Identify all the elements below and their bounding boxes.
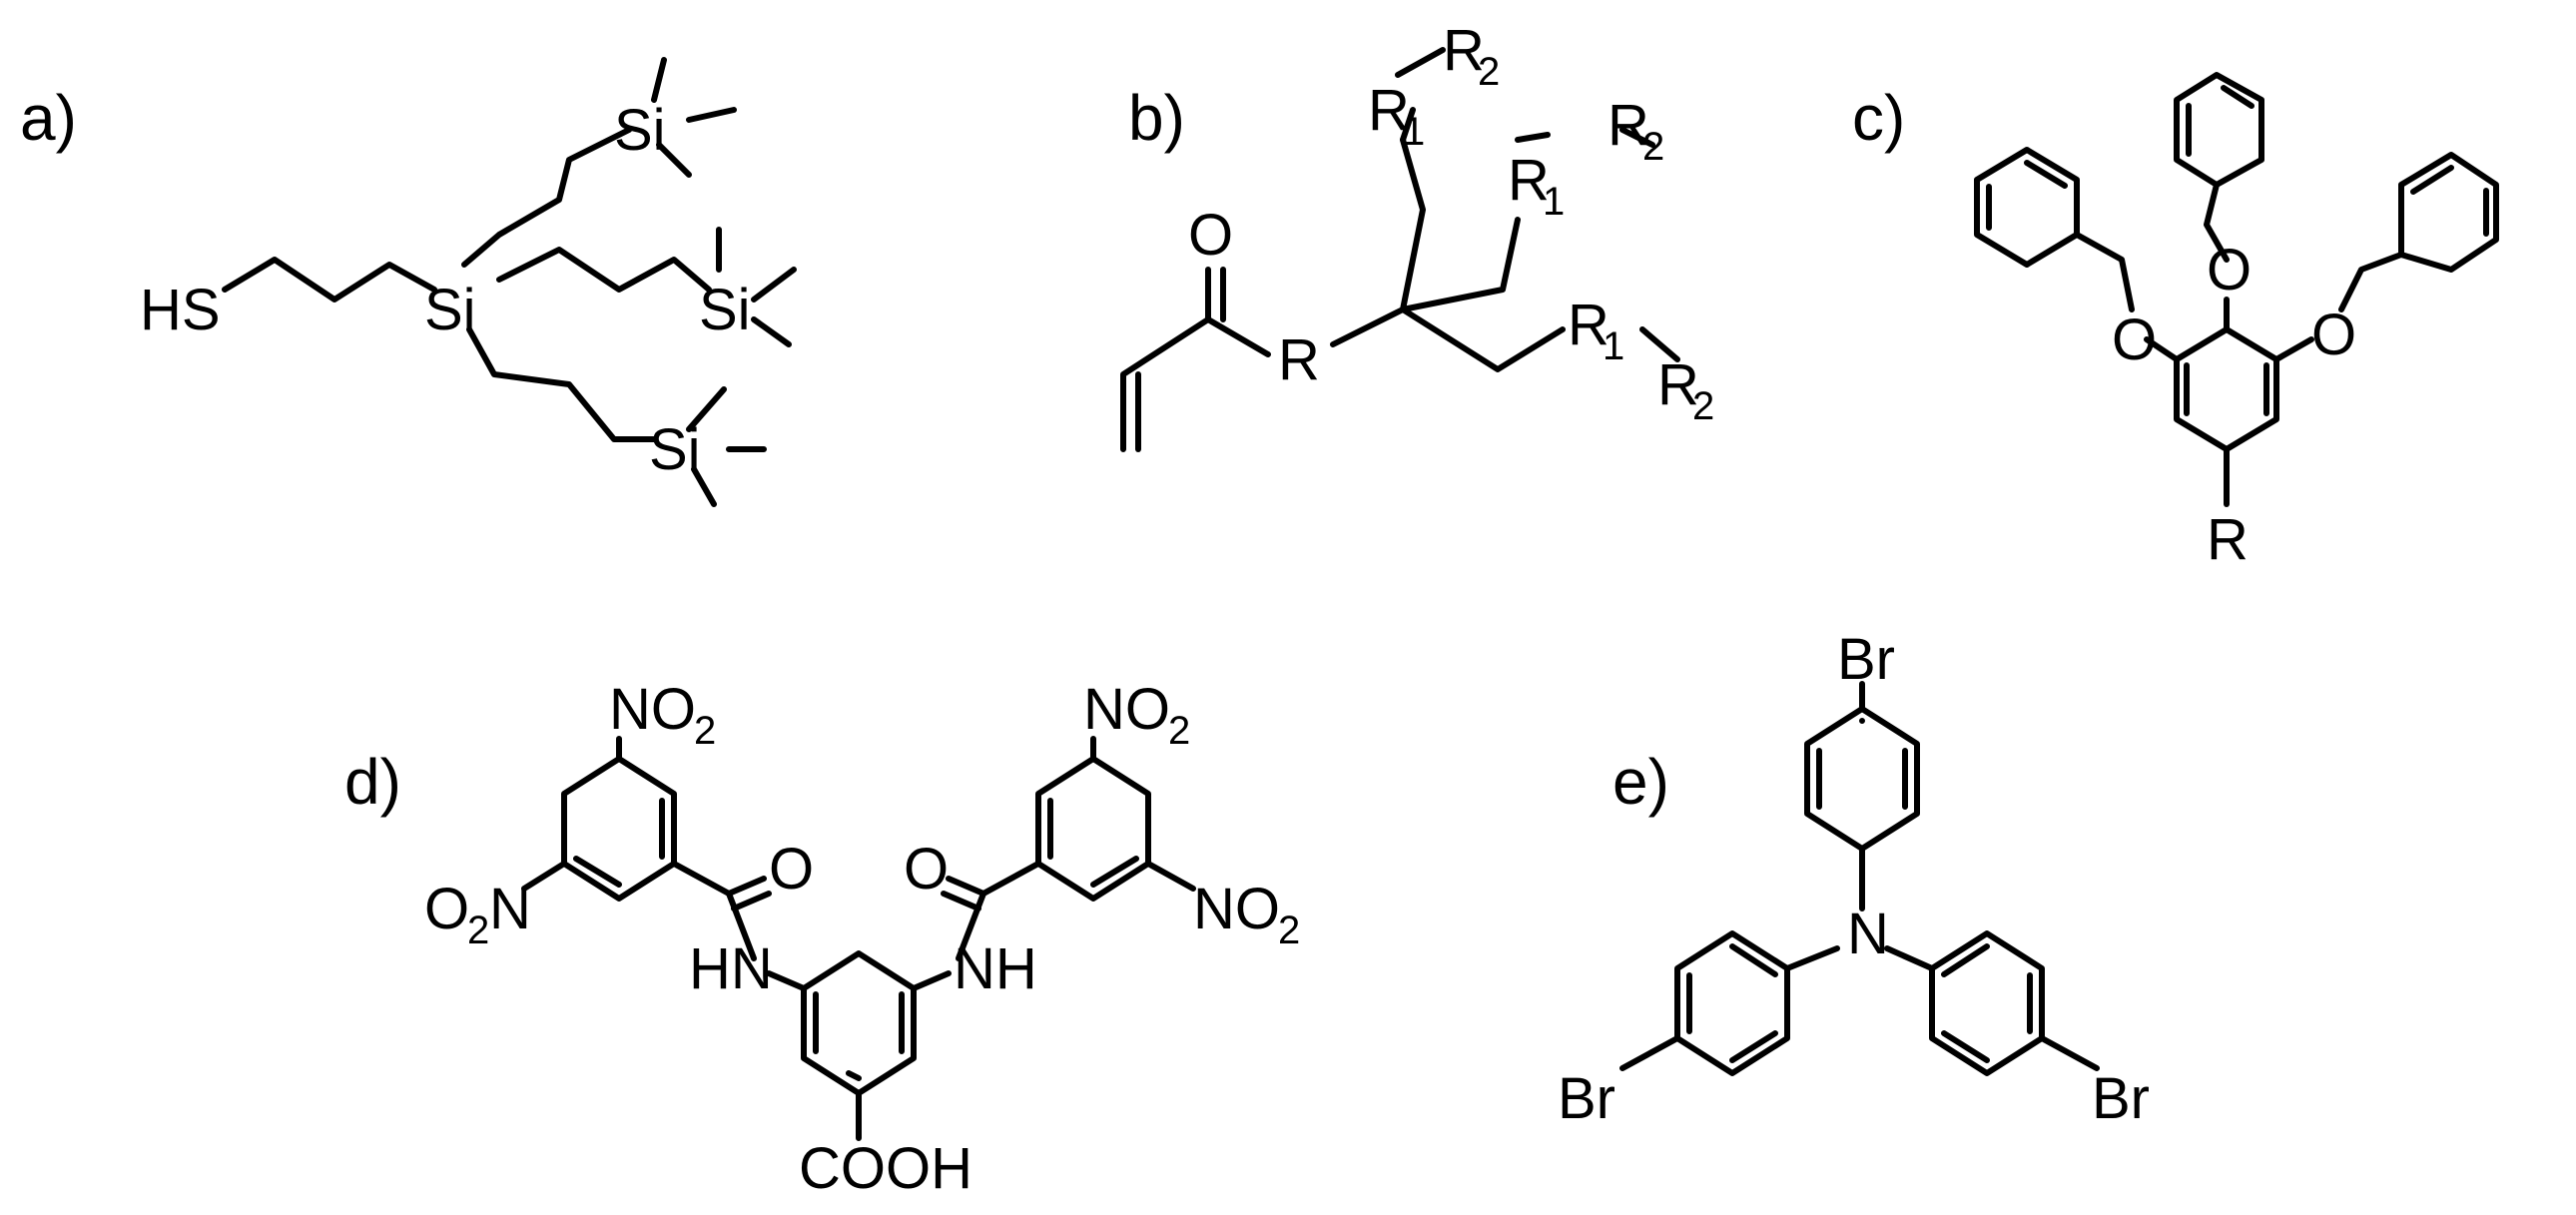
panel-e: e) Br N Br Br [1558, 627, 2150, 1131]
atom-n: N [1847, 902, 1889, 966]
panel-e-label: e) [1612, 746, 1669, 818]
svg-text:O: O [424, 877, 469, 941]
atom-o-right: O [2311, 303, 2356, 367]
atom-o-left: O [769, 837, 814, 902]
svg-text:R: R [1608, 93, 1649, 158]
atom-o-mid: O [2207, 238, 2252, 303]
atom-r: R [1278, 327, 1320, 392]
svg-text:2: 2 [1478, 50, 1500, 94]
panel-b-label: b) [1128, 82, 1185, 154]
atom-si-bottom: Si [649, 417, 701, 482]
atom-si-center: Si [424, 278, 476, 342]
svg-text:2: 2 [1642, 125, 1664, 169]
group-r1-low: R 1 [1568, 293, 1624, 368]
atom-br-right: Br [2092, 1066, 2150, 1131]
svg-text:NO: NO [1193, 877, 1280, 941]
atom-br-left: Br [1558, 1066, 1615, 1131]
atom-hs: HS [140, 278, 221, 342]
group-r2-top: R 2 [1443, 18, 1500, 94]
atom-o2n-left: O 2 N [424, 877, 531, 952]
svg-text:R: R [1443, 18, 1485, 83]
panel-c-label: c) [1852, 82, 1905, 154]
svg-text:2: 2 [1168, 709, 1190, 753]
atom-br-top: Br [1837, 627, 1895, 692]
svg-text:1: 1 [1403, 110, 1425, 154]
atom-cooh: COOH [799, 1136, 972, 1201]
group-r2-mid: R 2 [1608, 93, 1664, 169]
group-r1-mid: R 1 [1508, 148, 1565, 224]
group-r1-top: R 1 [1368, 78, 1425, 154]
svg-text:NO: NO [1083, 677, 1170, 742]
atom-o-right: O [904, 837, 949, 902]
svg-text:1: 1 [1603, 324, 1624, 368]
atom-hn-left: HN [689, 936, 773, 1001]
svg-text:R: R [1508, 148, 1550, 213]
atom-o-left: O [2112, 307, 2157, 372]
atom-no2-top-right: NO 2 [1083, 677, 1190, 753]
svg-text:R: R [1368, 78, 1410, 143]
svg-text:2: 2 [467, 909, 489, 952]
atom-no2-right: NO 2 [1193, 877, 1300, 952]
panel-c: c) O O O R [1852, 72, 2499, 572]
svg-text:2: 2 [694, 709, 716, 753]
svg-text:1: 1 [1543, 180, 1565, 224]
panel-b: b) O R R 1 R 2 R 1 R 2 [1120, 18, 1714, 452]
panel-a-label: a) [20, 82, 77, 154]
panel-a: a) HS Si Si Si Si [20, 57, 797, 507]
svg-text:R: R [1657, 352, 1699, 417]
svg-text:NO: NO [609, 677, 696, 742]
atom-no2-top-left: NO 2 [609, 677, 716, 753]
atom-si-right: Si [699, 278, 751, 342]
svg-text:2: 2 [1692, 384, 1714, 428]
group-r2-low: R 2 [1657, 352, 1714, 428]
atom-si-top: Si [614, 98, 666, 163]
atom-r: R [2207, 507, 2249, 572]
atom-nh-right: NH [954, 936, 1037, 1001]
atom-o: O [1188, 203, 1233, 268]
svg-text:R: R [1568, 293, 1610, 357]
svg-text:N: N [489, 877, 531, 941]
panel-d: d) NO 2 NO 2 O 2 N NO [344, 677, 1300, 1201]
panel-d-label: d) [344, 746, 401, 818]
svg-text:2: 2 [1278, 909, 1300, 952]
